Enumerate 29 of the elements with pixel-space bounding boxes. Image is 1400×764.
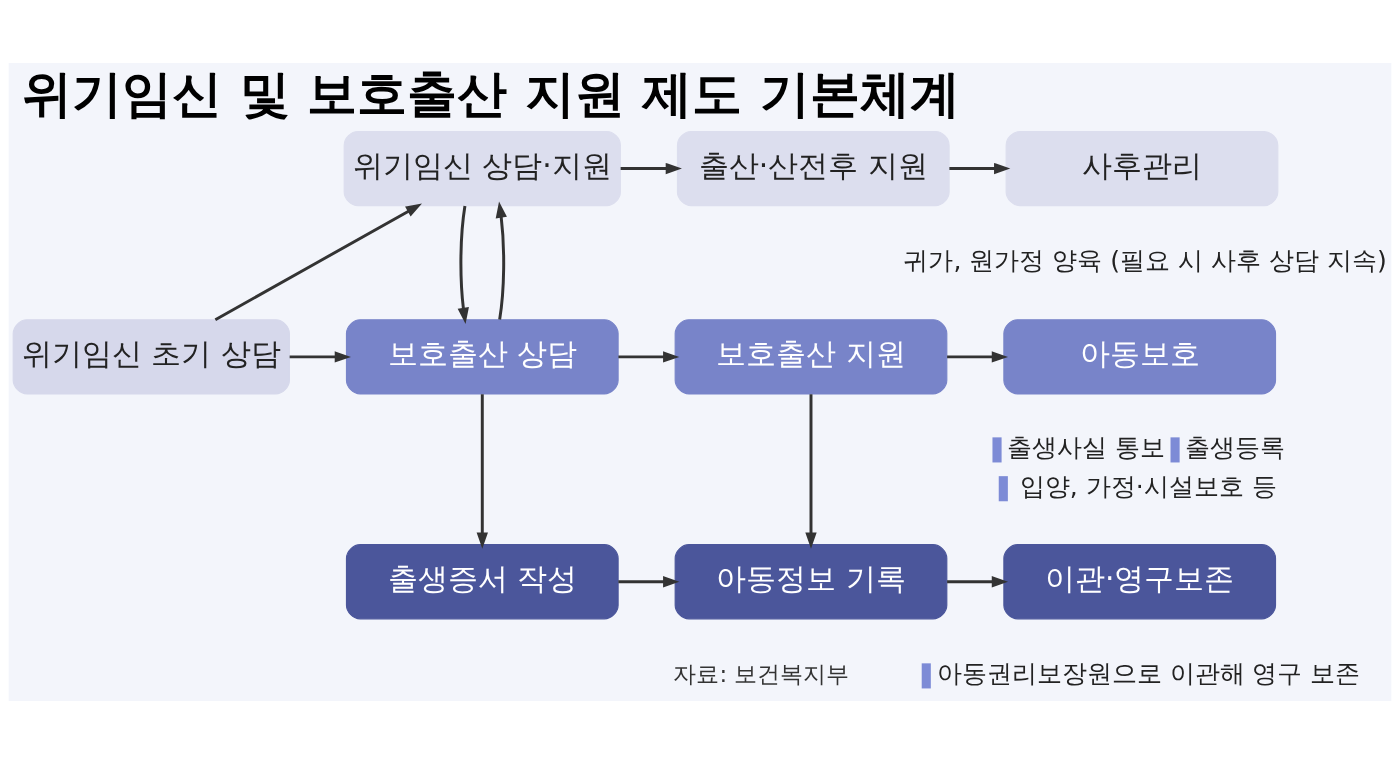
node-label: 귀가, 원가정 양육 (필요 시 사후 상담 지속)	[903, 246, 1387, 276]
diagram-title: 위기임신 및 보호출산 지원 제도 기본체계	[22, 64, 960, 124]
arrow	[947, 576, 1008, 588]
node-box: 보호출산 상담	[345, 319, 619, 395]
node-box: 보호출산 지원	[674, 319, 948, 395]
arrow	[618, 351, 680, 363]
node-box: 아동정보 기록	[674, 544, 948, 620]
node-label: 출생등록	[1185, 433, 1286, 463]
node-box: 이관·영구보존	[1003, 544, 1277, 620]
arrow	[620, 162, 682, 175]
arrow	[495, 201, 507, 320]
node-box: 사후관리	[1005, 130, 1279, 207]
node-box: 위기임신 초기 상담	[12, 319, 290, 395]
node-label: 아동권리보장원으로 이관해 영구 보존	[936, 659, 1361, 689]
arrow	[289, 351, 351, 363]
arrow	[214, 203, 422, 322]
node-label: 출생사실 통보	[1007, 433, 1166, 463]
node-box: 출산·산전후 지원	[676, 130, 950, 207]
arrow	[949, 162, 1011, 175]
arrow	[457, 205, 469, 324]
arrow	[947, 351, 1008, 363]
label: 자료: 보건복지부	[673, 660, 850, 687]
arrow	[618, 576, 680, 588]
node-label: 입양, 가정·시설보호 등	[1019, 472, 1277, 502]
node-box: 아동보호	[1003, 319, 1277, 395]
node-box: 위기임신 상담·지원	[343, 130, 621, 207]
arrow	[476, 394, 488, 549]
arrow	[805, 394, 817, 549]
node-box: 출생증서 작성	[345, 544, 619, 620]
